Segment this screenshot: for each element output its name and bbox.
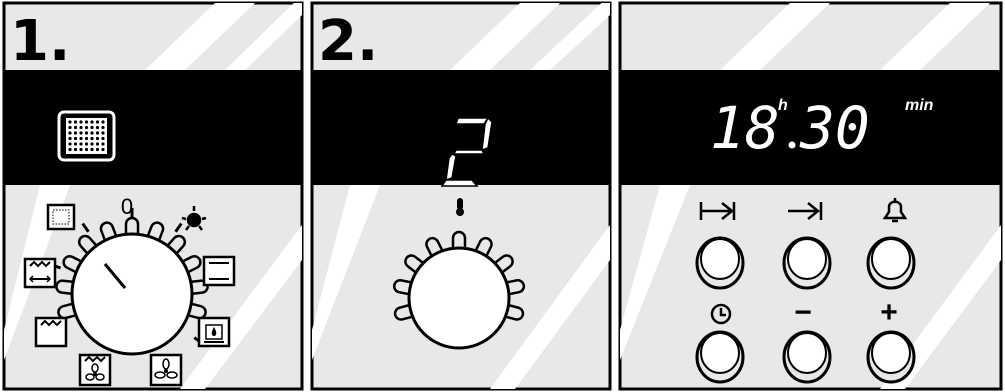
display-2 <box>312 70 610 185</box>
panel-3-clock: 18 h 30 min <box>620 3 1001 389</box>
minus-button[interactable] <box>784 332 830 382</box>
minus-icon: − <box>794 296 812 329</box>
hours-unit: h <box>778 97 788 114</box>
plus-icon: + <box>880 296 898 329</box>
clock-minutes: 30 <box>799 94 870 162</box>
grill-fan-icon <box>80 355 110 385</box>
clock-hours: 18 <box>710 94 780 162</box>
clock-button[interactable] <box>697 332 743 382</box>
plus-button[interactable] <box>868 332 914 382</box>
top-bottom-heat-icon <box>204 257 234 285</box>
thermometer-icon <box>456 198 464 216</box>
clock-separator-dot <box>789 142 796 149</box>
full-grill-icon <box>48 205 74 229</box>
top-heat-icon <box>36 318 66 346</box>
end-time-button[interactable] <box>784 238 830 288</box>
half-grill-icon <box>25 259 55 287</box>
hot-air-fan-icon <box>151 355 181 385</box>
panel-1-function-selector: 1. 0 <box>4 0 302 389</box>
bottom-heat-icon <box>199 318 229 346</box>
step-number-2: 2. <box>318 9 378 74</box>
timer-button[interactable] <box>868 238 914 288</box>
duration-button[interactable] <box>697 238 743 288</box>
oven-grill-grid-icon <box>59 112 114 160</box>
step-number-1: 1. <box>10 9 70 74</box>
minutes-unit: min <box>905 97 934 114</box>
display-1 <box>4 70 302 185</box>
